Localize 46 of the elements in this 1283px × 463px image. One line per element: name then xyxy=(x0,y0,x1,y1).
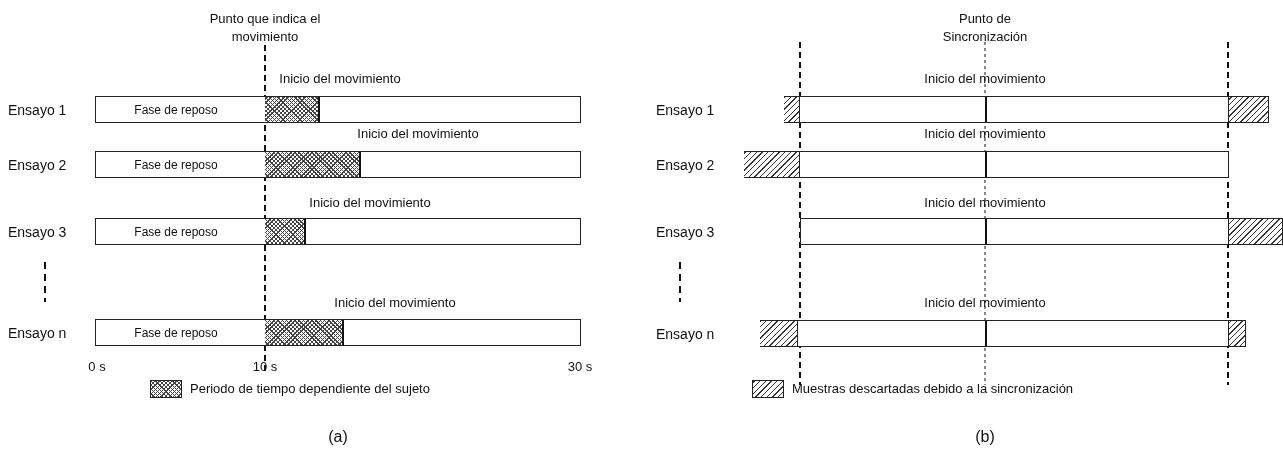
hatched-segment xyxy=(265,219,306,244)
trial-bar xyxy=(95,319,581,346)
trial-label: Ensayo 2 xyxy=(656,156,715,174)
marker-title: Punto que indica el movimiento xyxy=(208,10,322,46)
phase-label: Fase de reposo xyxy=(133,103,219,117)
trial-bar xyxy=(95,218,581,245)
phase-label: Fase de reposo xyxy=(133,225,219,239)
legend-label: Muestras descartadas debido a la sincronización xyxy=(792,381,1074,396)
onset-label: Inicio del movimiento xyxy=(278,70,402,88)
onset-label: Inicio del movimiento xyxy=(923,70,1047,88)
onset-label: Inicio del movimiento xyxy=(923,294,1047,312)
trial-label: Ensayo 1 xyxy=(656,101,715,119)
tick-label: 0 s xyxy=(87,358,107,376)
hatched-segment xyxy=(1228,97,1268,122)
trial-bar xyxy=(744,151,1229,178)
hatched-segment xyxy=(265,152,361,177)
trial-bar xyxy=(800,218,1283,245)
trial-label: Ensayo n xyxy=(8,324,67,342)
panel-label: (b) xyxy=(974,428,996,446)
trial-bar xyxy=(784,96,1269,123)
trial-label: Ensayo 3 xyxy=(656,223,715,241)
hatched-segment xyxy=(784,97,800,122)
onset-label: Inicio del movimiento xyxy=(923,194,1047,212)
trial-bar xyxy=(760,320,1246,347)
trial-label: Ensayo 3 xyxy=(8,223,67,241)
onset-label: Inicio del movimiento xyxy=(333,294,457,312)
phase-label: Fase de reposo xyxy=(133,326,219,340)
hatched-segment xyxy=(744,152,800,177)
legend-label: Periodo de tiempo dependiente del sujeto xyxy=(190,381,430,396)
trial-label: Ensayo 1 xyxy=(8,101,67,119)
panel-label: (a) xyxy=(327,428,349,446)
trial-bar xyxy=(95,96,581,123)
onset-label: Inicio del movimiento xyxy=(923,125,1047,143)
onset-label: Inicio del movimiento xyxy=(356,125,480,143)
hatched-segment xyxy=(1228,321,1245,346)
hatched-segment xyxy=(1228,219,1282,244)
hatched-segment xyxy=(760,321,798,346)
marker-title: Punto de Sincronización xyxy=(941,10,1029,46)
trial-label: Ensayo 2 xyxy=(8,156,67,174)
tick-label: 30 s xyxy=(566,358,594,376)
onset-label: Inicio del movimiento xyxy=(308,194,432,212)
hatched-segment xyxy=(265,97,320,122)
trial-label: Ensayo n xyxy=(656,325,715,343)
trial-bar xyxy=(95,151,581,178)
hatched-segment xyxy=(265,320,344,345)
phase-label: Fase de reposo xyxy=(133,158,219,172)
